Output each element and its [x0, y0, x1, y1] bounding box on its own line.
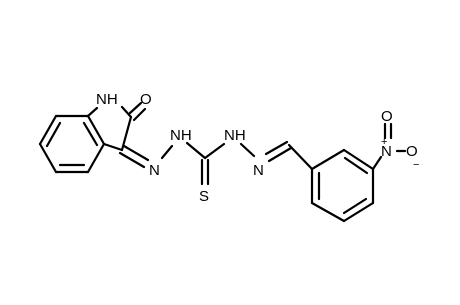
- atom-nitro-o-minus: O: [406, 143, 418, 160]
- bond-c3-n-a: [122, 144, 150, 162]
- bonds: [38, 101, 407, 223]
- bond-benzo-3-inner: [82, 121, 99, 147]
- atom-hydrazone-n: N: [149, 162, 160, 179]
- bond-n1-c2: [120, 105, 133, 119]
- bond-n-nh: [160, 144, 174, 160]
- bond-c3-n-b: [118, 151, 146, 169]
- charge-nitro-o-minus: −: [413, 159, 419, 171]
- bond-imine-b: [267, 146, 293, 163]
- bond-c7a-n1: [86, 106, 99, 118]
- atom-nitro-n: N: [381, 143, 392, 160]
- bond-c2-c3: [120, 115, 133, 152]
- bond-c3-c3a: [102, 142, 124, 152]
- bond-aryl-5: [310, 201, 346, 223]
- bond-aryl-4: [342, 201, 375, 223]
- bond-benzo-3: [86, 114, 106, 146]
- bond-nh2-n: [239, 142, 256, 158]
- bond-ch-aryl: [287, 143, 314, 171]
- bond-aryl-nitro: [371, 155, 383, 171]
- bond-benzo-6: [38, 142, 58, 174]
- atom-labels: NH O N NH S NH N N + O O −: [96, 91, 419, 205]
- bond-benzo-4: [86, 142, 106, 174]
- atom-carbonyl-o: O: [140, 91, 152, 108]
- bond-aryl-2-inner: [343, 156, 369, 175]
- atom-nh: NH: [96, 91, 118, 108]
- atom-hydrazine-nh-1: NH: [170, 127, 192, 144]
- bond-carbonyl-b: [132, 107, 147, 122]
- bond-nh-cs: [185, 141, 207, 160]
- atom-thio-s: S: [199, 188, 209, 205]
- charge-nitro-n-plus: +: [381, 136, 387, 148]
- atom-imine-n: N: [253, 162, 264, 179]
- bond-aryl-2: [342, 148, 375, 171]
- bond-cs-nh2: [203, 142, 226, 160]
- atom-hydrazine-nh-2: NH: [224, 127, 246, 144]
- bond-aryl-1: [310, 148, 346, 171]
- bond-benzo-1-inner: [45, 121, 62, 148]
- bond-benzo-1: [38, 114, 58, 146]
- bond-imine-a: [264, 140, 289, 156]
- bond-carbonyl-a: [128, 101, 143, 115]
- bond-aryl-4-inner: [342, 197, 368, 215]
- atom-nitro-o-top: O: [381, 108, 393, 125]
